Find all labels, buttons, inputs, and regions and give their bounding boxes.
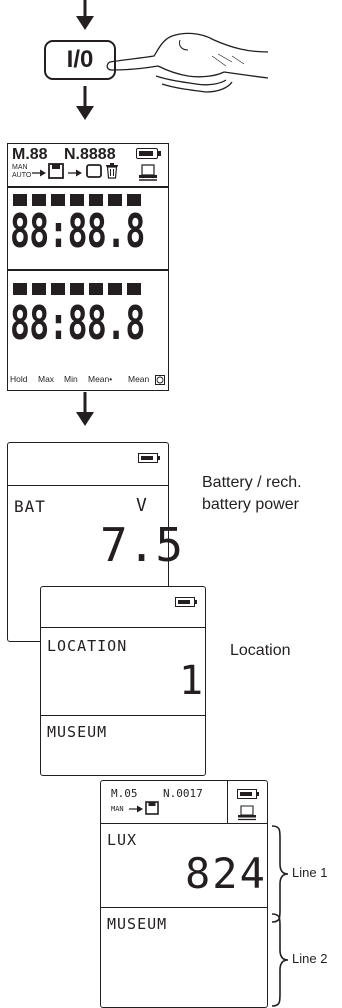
arrow-right-icon — [68, 169, 82, 177]
max-label: Max — [38, 374, 55, 384]
location-label: LOCATION — [47, 637, 128, 655]
printer-icon — [238, 805, 256, 821]
main-digits-upper: 88:88.8 — [10, 204, 145, 258]
battery-label: BAT — [14, 497, 46, 516]
lux-memory-label: M.05 — [111, 787, 138, 800]
number-label: N.8888 — [64, 146, 116, 163]
location-value: 1 — [179, 658, 204, 704]
dot-matrix-row — [13, 282, 146, 300]
line2-brace — [271, 913, 289, 1007]
lux-number-label: N.0017 — [163, 787, 203, 800]
memory-label: M.88 — [12, 146, 48, 163]
hold-label: Hold — [10, 374, 28, 384]
lux-screen: M.05 N.0017 MAN LUX 824 MUSEUM — [100, 780, 268, 1008]
arrow-down-icon — [76, 392, 94, 426]
device-lcd-display: M.88 N.8888 MAN AUTO 88:88.8 — [7, 143, 169, 391]
lux-label: LUX — [107, 831, 138, 849]
pointing-hand-icon — [106, 32, 269, 93]
line2-caption: Line 2 — [292, 951, 328, 966]
location-caption: Location — [230, 642, 291, 659]
min-label: Min — [64, 374, 78, 384]
battery-caption-line1: Battery / rech. — [202, 474, 302, 491]
timer-icon — [155, 375, 165, 385]
line1-caption: Line 1 — [292, 865, 328, 880]
power-button[interactable]: I/0 — [44, 40, 116, 80]
power-button-label: I/0 — [66, 46, 94, 73]
battery-icon — [136, 148, 161, 159]
mean-timer-label: Mean — [128, 374, 150, 384]
line1-brace — [271, 825, 289, 923]
footer-labels: Hold Max Min Mean• Mean — [10, 374, 166, 388]
battery-icon — [237, 789, 259, 799]
printer-icon — [139, 164, 157, 181]
arrow-right-icon — [32, 169, 46, 177]
battery-icon — [175, 597, 197, 607]
battery-caption-line2: battery power — [202, 496, 299, 513]
save-icon — [48, 163, 64, 179]
memory-box-icon — [86, 164, 102, 178]
mode-man-label: MAN — [12, 164, 28, 171]
mean-dot-label: Mean• — [88, 374, 113, 384]
arrow-down-icon — [76, 0, 94, 30]
main-digits-lower: 88:88.8 — [10, 296, 145, 350]
lux-mode-man: MAN — [111, 805, 124, 813]
location-screen: LOCATION 1 MUSEUM — [40, 586, 206, 776]
location-name: MUSEUM — [47, 723, 108, 741]
save-icon — [145, 801, 159, 815]
battery-icon — [138, 453, 160, 463]
battery-value: 7.5 — [100, 518, 184, 572]
battery-unit: V — [136, 495, 147, 516]
mode-auto-label: AUTO — [12, 172, 32, 179]
dot-matrix-row — [13, 193, 146, 211]
lux-name: MUSEUM — [107, 915, 168, 933]
arrow-right-icon — [129, 805, 143, 813]
trash-icon — [106, 163, 118, 179]
lux-value: 824 — [185, 849, 267, 898]
arrow-down-icon — [76, 86, 94, 120]
